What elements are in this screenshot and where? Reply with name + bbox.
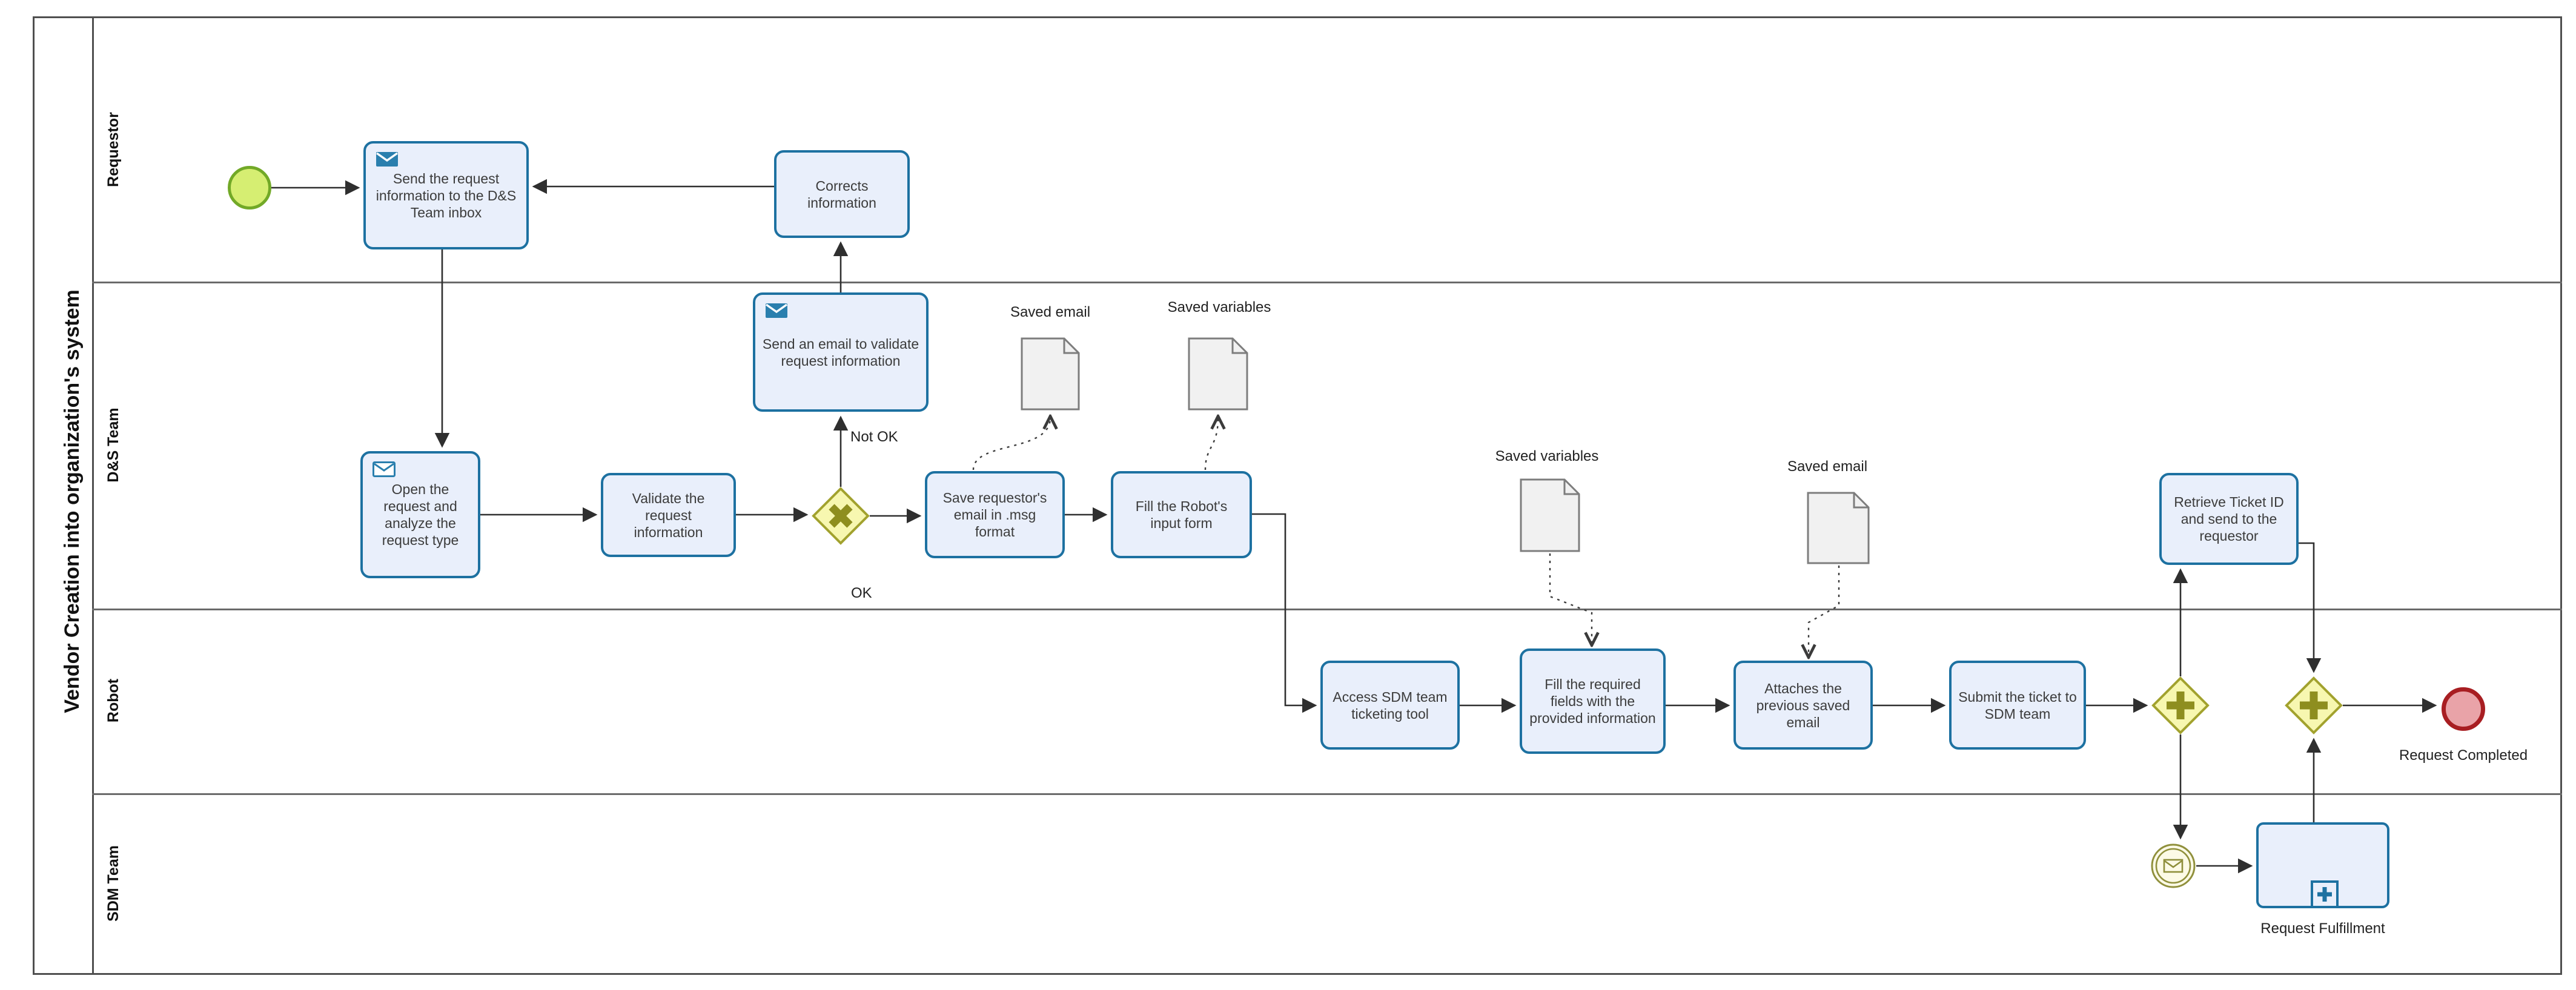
saved-variables-document-icon [1520, 478, 1580, 552]
saved-email-label: Saved email [1010, 304, 1091, 320]
task-label: Open the request and analyze the request… [382, 481, 459, 548]
flow-retrieve-to-parallel-join [2299, 542, 2322, 673]
receive-message-icon [372, 461, 396, 477]
send-message-icon [376, 151, 399, 167]
task-submit-ticket: Submit the ticket to SDM team [1949, 661, 2086, 750]
subprocess-request-fulfillment [2256, 822, 2389, 908]
task-validate-information: Validate the request information [601, 473, 736, 557]
assoc-save-email-to-saved-email-doc [972, 418, 1050, 470]
parallel-gateway-join [2285, 676, 2343, 734]
task-open-request: Open the request and analyze the request… [360, 451, 480, 578]
task-label: Fill the required fields with the provid… [1529, 676, 1656, 726]
saved-email-label: Saved email [1787, 458, 1868, 475]
send-message-icon [765, 303, 788, 318]
flow-label-not-ok: Not OK [850, 429, 898, 445]
exclusive-gateway [812, 487, 870, 545]
task-access-sdm-tool: Access SDM team ticketing tool [1320, 661, 1460, 750]
task-label: Corrects information [807, 177, 876, 211]
saved-variables-document-icon [1188, 337, 1248, 411]
flow-fill-robot-form-to-access-sdm [1252, 513, 1317, 713]
message-intermediate-event [2151, 843, 2196, 888]
task-retrieve-ticket-id: Retrieve Ticket ID and send to the reque… [2159, 473, 2299, 565]
task-label: Retrieve Ticket ID and send to the reque… [2174, 494, 2284, 544]
task-label: Save requestor's email in .msg format [942, 490, 1047, 540]
assoc-saved-variables-to-fill-required [1549, 553, 1592, 644]
task-label: Send an email to validate request inform… [762, 335, 919, 369]
task-label: Validate the request information [632, 490, 705, 540]
assoc-fill-robot-form-to-saved-variables-doc [1204, 418, 1218, 470]
end-event [2442, 687, 2485, 731]
lane-divider-ds-robot [92, 609, 2562, 610]
task-corrects-information: Corrects information [774, 150, 910, 238]
flow-label-ok: OK [851, 585, 872, 601]
lane-divider-requestor-ds [92, 282, 2562, 283]
task-label: Submit the ticket to SDM team [1958, 688, 2077, 722]
saved-variables-label: Saved variables [1167, 299, 1271, 315]
task-label: Access SDM team ticketing tool [1333, 688, 1448, 722]
pool-title-divider [92, 16, 94, 975]
task-send-request: Send the request information to the D&S … [363, 141, 529, 249]
start-event [228, 166, 271, 210]
saved-email-document-icon [1807, 492, 1870, 564]
task-label: Attaches the previous saved email [1756, 680, 1850, 730]
saved-email-document-icon [1021, 337, 1080, 411]
task-save-email-msg: Save requestor's email in .msg format [925, 471, 1065, 558]
lane-divider-robot-sdm [92, 793, 2562, 795]
task-label: Send the request information to the D&S … [376, 170, 517, 220]
task-attach-saved-email: Attaches the previous saved email [1733, 661, 1873, 750]
saved-variables-label: Saved variables [1495, 448, 1599, 464]
task-fill-required-fields: Fill the required fields with the provid… [1520, 648, 1666, 754]
subprocess-label: Request Fulfillment [2260, 920, 2385, 937]
assoc-saved-email-to-attach [1809, 566, 1840, 656]
pool-border [33, 16, 2562, 975]
task-label: Fill the Robot's input form [1135, 498, 1228, 531]
subprocess-plus-icon [2311, 880, 2339, 908]
task-fill-robot-form: Fill the Robot's input form [1111, 471, 1252, 558]
parallel-gateway-split [2151, 676, 2210, 734]
end-event-label: Request Completed [2399, 747, 2528, 764]
task-send-validation-email: Send an email to validate request inform… [753, 292, 929, 412]
